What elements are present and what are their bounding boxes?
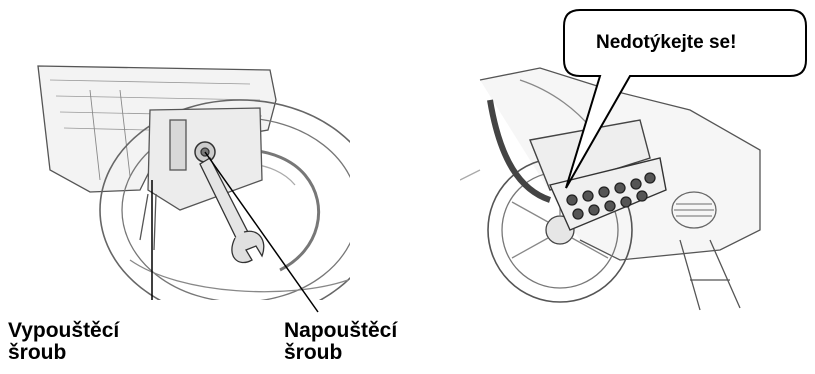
callout-text: Nedotýkejte se! [596, 32, 736, 54]
fill-screw-label-line1: Napouštěcí [284, 320, 397, 342]
fill-screw-label: Napouštěcí šroub [284, 320, 397, 364]
fill-screw-pointer [205, 152, 318, 312]
drain-screw-label-line2: šroub [8, 342, 119, 364]
drain-screw-label-line1: Vypouštěcí [8, 320, 119, 342]
drain-screw-label: Vypouštěcí šroub [8, 320, 119, 364]
fill-screw-label-line2: šroub [284, 342, 397, 364]
